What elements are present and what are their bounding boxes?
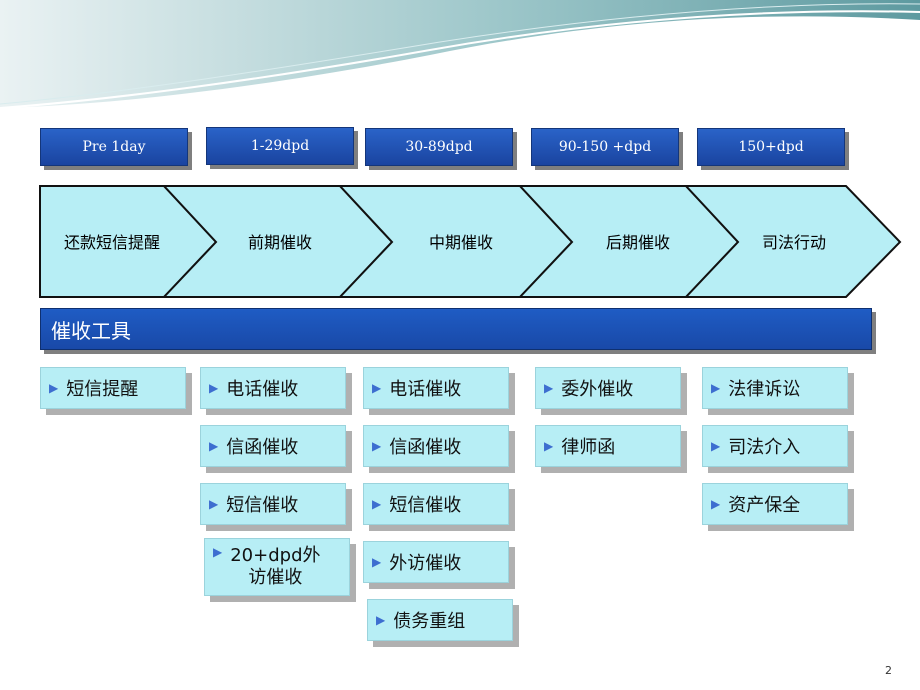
tool-item: ▶ 信函催收 — [363, 425, 509, 467]
tool-item: ▶ 电话催收 — [363, 367, 509, 409]
triangle-right-icon: ▶ — [372, 381, 382, 395]
tool-label: 20+dpd外 访催收 — [230, 545, 320, 589]
tool-item: ▶ 短信提醒 — [40, 367, 186, 409]
triangle-right-icon: ▶ — [49, 381, 59, 395]
phase-label-2: 前期催收 — [247, 233, 312, 252]
phase-label-3: 中期催收 — [428, 233, 493, 252]
phase-label-4: 后期催收 — [605, 233, 670, 252]
stage-30-89dpd: 30-89dpd — [365, 128, 513, 166]
triangle-right-icon: ▶ — [372, 439, 382, 453]
tool-label: 短信提醒 — [66, 379, 139, 400]
tool-label: 短信催收 — [226, 495, 299, 516]
stage-pre-1day: Pre 1day — [40, 128, 188, 166]
phase-label-1: 还款短信提醒 — [63, 233, 160, 252]
tool-item: ▶ 电话催收 — [200, 367, 346, 409]
tool-label: 委外催收 — [561, 379, 634, 400]
tools-header-bar: 催收工具 — [40, 308, 872, 350]
stage-1-29dpd: 1-29dpd — [206, 127, 354, 165]
tool-item: ▶ 20+dpd外 访催收 — [204, 538, 350, 596]
phase-label-5: 司法行动 — [761, 233, 826, 252]
triangle-right-icon: ▶ — [711, 439, 721, 453]
triangle-right-icon: ▶ — [376, 613, 386, 627]
triangle-right-icon: ▶ — [213, 545, 223, 559]
tool-item: ▶ 律师函 — [535, 425, 681, 467]
tool-item: ▶ 司法介入 — [702, 425, 848, 467]
page-number: 2 — [885, 664, 892, 677]
triangle-right-icon: ▶ — [209, 439, 219, 453]
tool-label: 债务重组 — [393, 611, 466, 632]
tool-label: 短信催收 — [389, 495, 462, 516]
tool-item: ▶ 短信催收 — [200, 483, 346, 525]
tool-item: ▶ 委外催收 — [535, 367, 681, 409]
tool-item: ▶ 外访催收 — [363, 541, 509, 583]
triangle-right-icon: ▶ — [711, 381, 721, 395]
tool-label: 外访催收 — [389, 553, 462, 574]
tool-label: 律师函 — [561, 437, 616, 458]
tool-label: 法律诉讼 — [728, 379, 801, 400]
tool-label: 信函催收 — [389, 437, 462, 458]
tool-label: 司法介入 — [728, 437, 801, 458]
triangle-right-icon: ▶ — [372, 497, 382, 511]
triangle-right-icon: ▶ — [711, 497, 721, 511]
tool-label: 电话催收 — [389, 379, 462, 400]
stage-150dpd: 150+dpd — [697, 128, 845, 166]
stage-90-150dpd: 90-150 +dpd — [531, 128, 679, 166]
tools-header-label: 催收工具 — [51, 318, 131, 343]
tool-item: ▶ 资产保全 — [702, 483, 848, 525]
tool-label-line-1: 20+dpd外 — [230, 545, 321, 566]
triangle-right-icon: ▶ — [209, 381, 219, 395]
triangle-right-icon: ▶ — [209, 497, 219, 511]
tool-label-line-2: 访催收 — [248, 567, 303, 588]
tool-item: ▶ 短信催收 — [363, 483, 509, 525]
header-wave — [0, 0, 920, 109]
triangle-right-icon: ▶ — [544, 381, 554, 395]
triangle-right-icon: ▶ — [372, 555, 382, 569]
triangle-right-icon: ▶ — [544, 439, 554, 453]
tool-item: ▶ 法律诉讼 — [702, 367, 848, 409]
tool-label: 电话催收 — [226, 379, 299, 400]
tool-item: ▶ 债务重组 — [367, 599, 513, 641]
tool-label: 信函催收 — [226, 437, 299, 458]
tool-label: 资产保全 — [728, 495, 801, 516]
tool-item: ▶ 信函催收 — [200, 425, 346, 467]
